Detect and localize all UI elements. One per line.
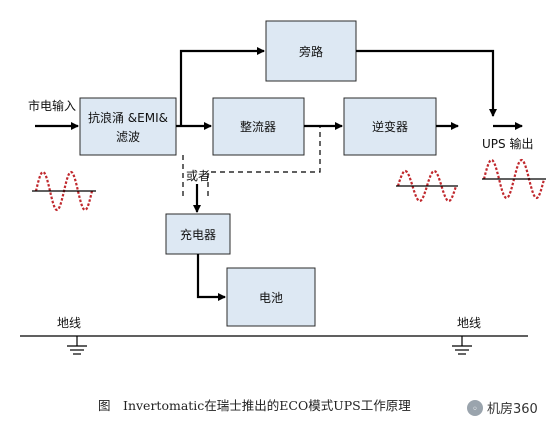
watermark: ◦ 机房360 bbox=[467, 400, 538, 417]
charger-label: 充电器 bbox=[180, 227, 216, 242]
ground-symbol-right-icon bbox=[452, 336, 472, 355]
ground-left-label: 地线 bbox=[57, 316, 81, 330]
dashed-rectifier-to-charger bbox=[207, 125, 321, 196]
filter-block bbox=[79, 97, 177, 156]
bypass-block bbox=[265, 20, 357, 82]
ups-output-label: UPS 输出 bbox=[482, 136, 533, 151]
bypass-to-output-arrow bbox=[356, 49, 497, 117]
mains-input-label: 市电输入 bbox=[28, 98, 76, 113]
figure-caption: 图 Invertomatic在瑞士推出的ECO模式UPS工作原理 bbox=[98, 398, 411, 413]
watermark-logo-icon bbox=[467, 400, 483, 416]
battery-label: 电池 bbox=[259, 291, 283, 305]
inverter-block bbox=[343, 97, 437, 156]
ground-right-label: 地线 bbox=[457, 316, 481, 330]
inverter-sine-wave bbox=[396, 169, 458, 203]
charger-to-battery-arrow bbox=[196, 254, 226, 301]
input-sine-wave bbox=[32, 170, 96, 212]
svg-text:◦: ◦ bbox=[472, 404, 478, 415]
charger-block bbox=[165, 213, 231, 255]
bypass-label: 旁路 bbox=[299, 44, 323, 59]
filter-label-line1: 抗浪涌 &EMI& bbox=[88, 110, 168, 125]
ground-symbol-left-icon bbox=[67, 336, 87, 355]
filter-label-line2: 滤波 bbox=[116, 130, 140, 144]
rectifier-label: 整流器 bbox=[240, 119, 276, 134]
rectifier-block bbox=[212, 97, 305, 156]
watermark-text: 机房360 bbox=[487, 401, 538, 417]
to-bypass-arrow bbox=[179, 47, 265, 126]
battery-block bbox=[226, 267, 316, 327]
output-sine-wave bbox=[482, 158, 546, 200]
inverter-label: 逆变器 bbox=[372, 119, 408, 134]
or-label: 或者 bbox=[186, 169, 210, 183]
